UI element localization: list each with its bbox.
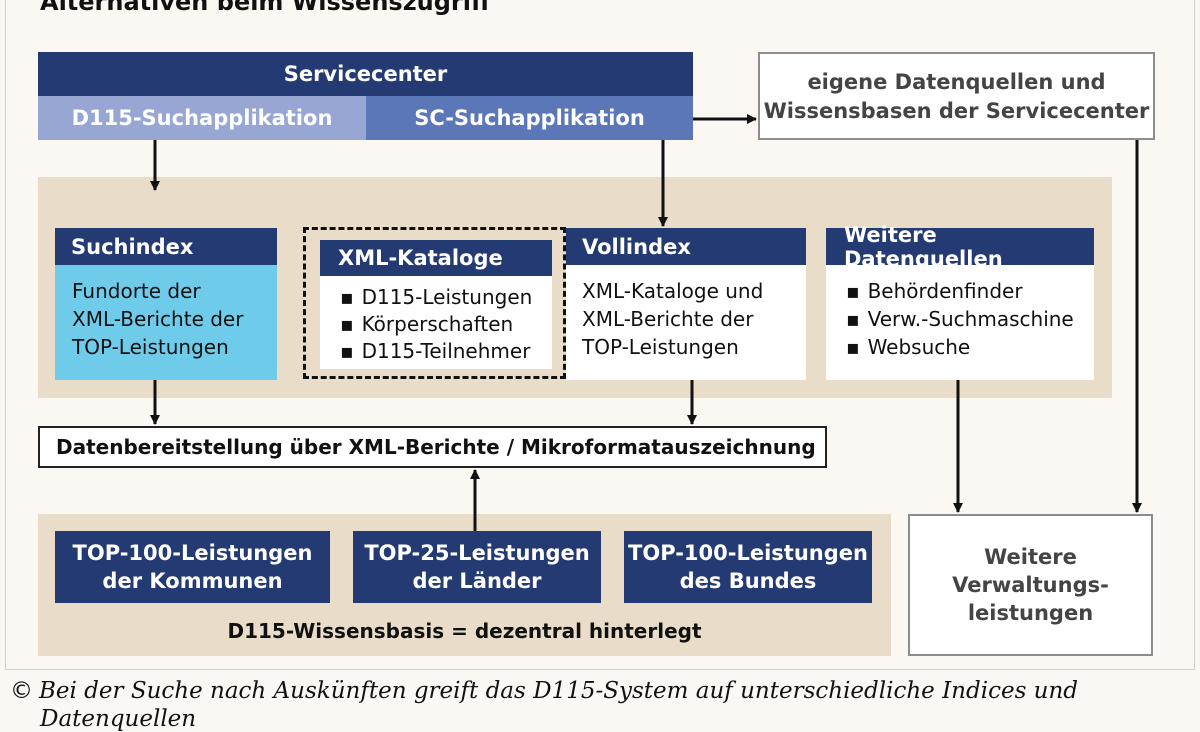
weitere-verwaltungsleistungen-line: Weitere [984,545,1077,569]
vollindex-header: Vollindex [566,228,806,265]
suchindex-header: Suchindex [55,228,277,265]
weitere-verwaltungsleistungen-line: Verwaltungs- [952,573,1109,597]
xml-kataloge-body: D115-Leistungen Körperschaften D115-Teil… [320,276,552,369]
sc-suchapplikation-box: SC-Suchapplikation [366,96,693,140]
vollindex-line: TOP-Leistungen [582,335,739,359]
xml-kataloge-item: D115-Teilnehmer [340,338,552,365]
datenbereitstellung-box: Datenbereitstellung über XML-Berichte / … [38,426,827,468]
vollindex-body: XML-Kataloge und XML-Berichte der TOP-Le… [566,265,806,380]
suchindex-line: XML-Berichte der [72,307,244,331]
suchindex-body: Fundorte der XML-Berichte der TOP-Leistu… [55,265,277,380]
suchindex-line: Fundorte der [72,279,201,303]
eigene-datenquellen-line2: Wissensbasen der Servicecenter [763,99,1150,123]
copyright-icon: © [10,678,33,704]
xml-kataloge-dashed-group [303,227,566,379]
weitere-datenquellen-item: Websuche [846,333,1094,361]
vollindex-line: XML-Kataloge und [582,279,764,303]
top100-kommunen-line: TOP-100-Leistungen [72,541,313,565]
weitere-datenquellen-body: Behördenfinder Verw.-Suchmaschine Websuc… [826,265,1094,380]
xml-kataloge-item: D115-Leistungen [340,284,552,311]
top100-bund-line: des Bundes [679,569,817,593]
wissensbasis-label: D115-Wissensbasis = dezentral hinterlegt [227,619,702,643]
d115-suchapplikation-box: D115-Suchapplikation [38,96,366,140]
eigene-datenquellen-line1: eigene Datenquellen und [807,70,1106,94]
servicecenter-header: Servicecenter [38,52,693,96]
figure-caption-line2: Datenquellen [40,706,196,732]
top100-kommunen-line: der Kommunen [102,569,283,593]
xml-kataloge-header: XML-Kataloge [320,240,552,276]
diagram-title: Alternativen beim Wissenszugriff [40,0,491,16]
weitere-verwaltungsleistungen-box: Weitere Verwaltungs- leistungen [908,514,1153,656]
top25-laender-box: TOP-25-Leistungen der Länder [353,531,601,603]
caption-text: Bei der Suche nach Auskünften greift das… [39,678,1079,704]
top100-bund-box: TOP-100-Leistungen des Bundes [624,531,872,603]
caption-text-2: Datenquellen [40,706,197,732]
eigene-datenquellen-box: eigene Datenquellen und Wissensbasen der… [758,52,1155,140]
top100-kommunen-box: TOP-100-Leistungen der Kommunen [55,531,330,603]
top25-laender-line: TOP-25-Leistungen [364,541,590,565]
weitere-datenquellen-item: Verw.-Suchmaschine [846,305,1094,333]
figure-caption: ©Bei der Suche nach Auskünften greift da… [10,678,1078,704]
weitere-datenquellen-item: Behördenfinder [846,277,1094,305]
xml-kataloge-item: Körperschaften [340,311,552,338]
top25-laender-line: der Länder [412,569,542,593]
top100-bund-line: TOP-100-Leistungen [628,541,868,565]
suchindex-line: TOP-Leistungen [72,335,229,359]
outer-frame [5,0,1195,670]
vollindex-line: XML-Berichte der [582,307,754,331]
weitere-verwaltungsleistungen-line: leistungen [967,601,1094,625]
